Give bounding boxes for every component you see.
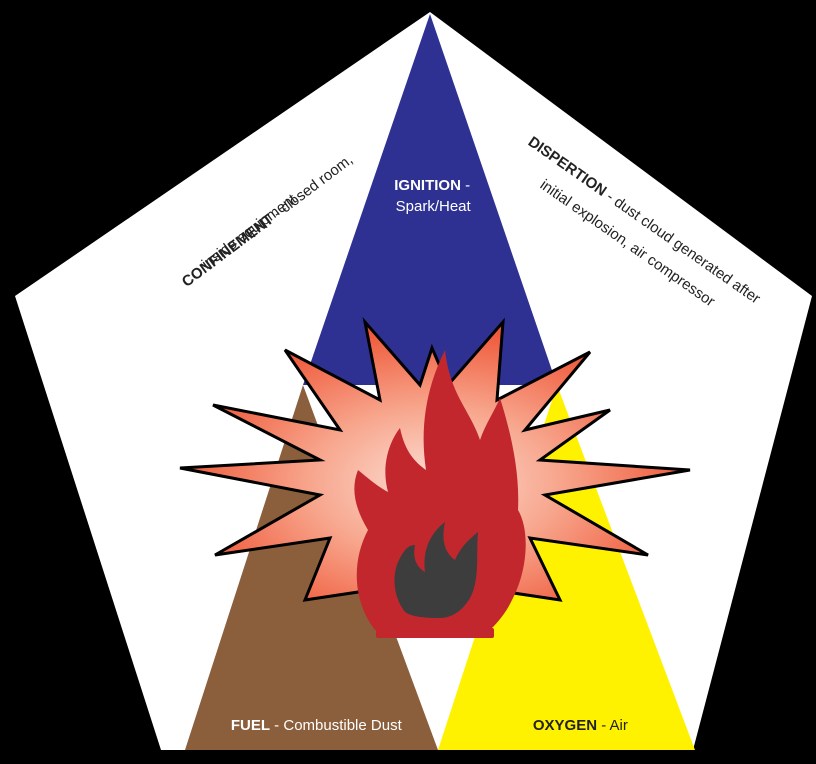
- oxygen-name: OXYGEN: [533, 717, 597, 734]
- fuel-desc: Combustible Dust: [283, 717, 402, 734]
- oxygen-desc: Air: [610, 717, 628, 734]
- fuel-name: FUEL: [231, 717, 270, 734]
- flame-base: [376, 628, 494, 638]
- ignition-line2: Spark/Heat: [396, 198, 472, 215]
- ignition-desc-text: Spark/Heat: [375, 198, 483, 215]
- oxygen-label: OXYGEN - Air: [512, 717, 640, 734]
- ignition-name: IGNITION: [394, 177, 461, 194]
- fuel-label: FUEL - Combustible Dust: [210, 717, 414, 734]
- fuel-sep: -: [270, 717, 283, 734]
- ignition-label: IGNITION -: [373, 177, 482, 194]
- ignition-sep: -: [461, 177, 470, 194]
- oxygen-sep: -: [597, 717, 610, 734]
